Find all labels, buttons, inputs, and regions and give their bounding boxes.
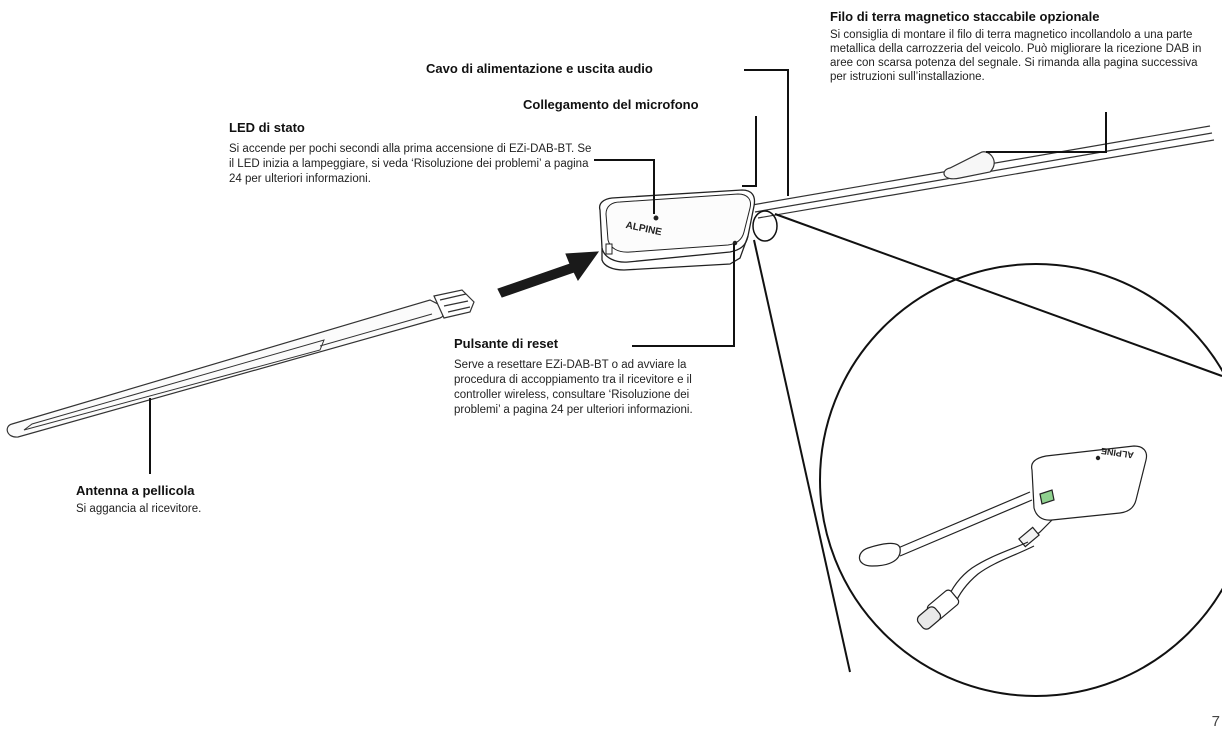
callout-title: Antenna a pellicola [76, 483, 195, 498]
callout-description: Si aggancia al ricevitore. [76, 503, 202, 515]
callout-microphone: Collegamento del microfono [523, 97, 699, 113]
ground-wire [751, 125, 1215, 219]
callout-film-antenna: Antenna a pellicola Si aggancia al ricev… [76, 483, 296, 517]
zoomed-device: ALPINE [858, 445, 1148, 630]
film-antenna [6, 289, 475, 438]
callout-power-cable: Cavo di alimentazione e uscita audio [426, 61, 653, 77]
page-number: 7 [1211, 713, 1220, 730]
callout-title: Pulsante di reset [454, 336, 559, 351]
callout-description: Serve a resettare EZi-DAB-BT o ad avviar… [454, 359, 693, 416]
callout-ground-wire: Filo di terra magnetico staccabile opzio… [830, 9, 1215, 84]
callout-status-led: LED di stato Si accende per pochi second… [229, 120, 599, 187]
magnifier [752, 210, 1222, 697]
insert-arrow [497, 251, 600, 298]
callout-title: LED di stato [229, 120, 305, 135]
callout-description: Si accende per pochi secondi alla prima … [229, 143, 592, 185]
svg-text:ALPINE: ALPINE [1100, 446, 1134, 460]
callout-title: Cavo di alimentazione e uscita audio [426, 61, 653, 76]
callout-description: Si consiglia di montare il filo di terra… [830, 29, 1202, 83]
callout-title: Filo di terra magnetico staccabile opzio… [830, 9, 1100, 24]
leader-lines [149, 69, 1107, 474]
receiver-device: ALPINE [598, 189, 756, 271]
callout-reset-button: Pulsante di reset Serve a resettare EZi-… [454, 336, 700, 418]
callout-title: Collegamento del microfono [523, 97, 699, 112]
